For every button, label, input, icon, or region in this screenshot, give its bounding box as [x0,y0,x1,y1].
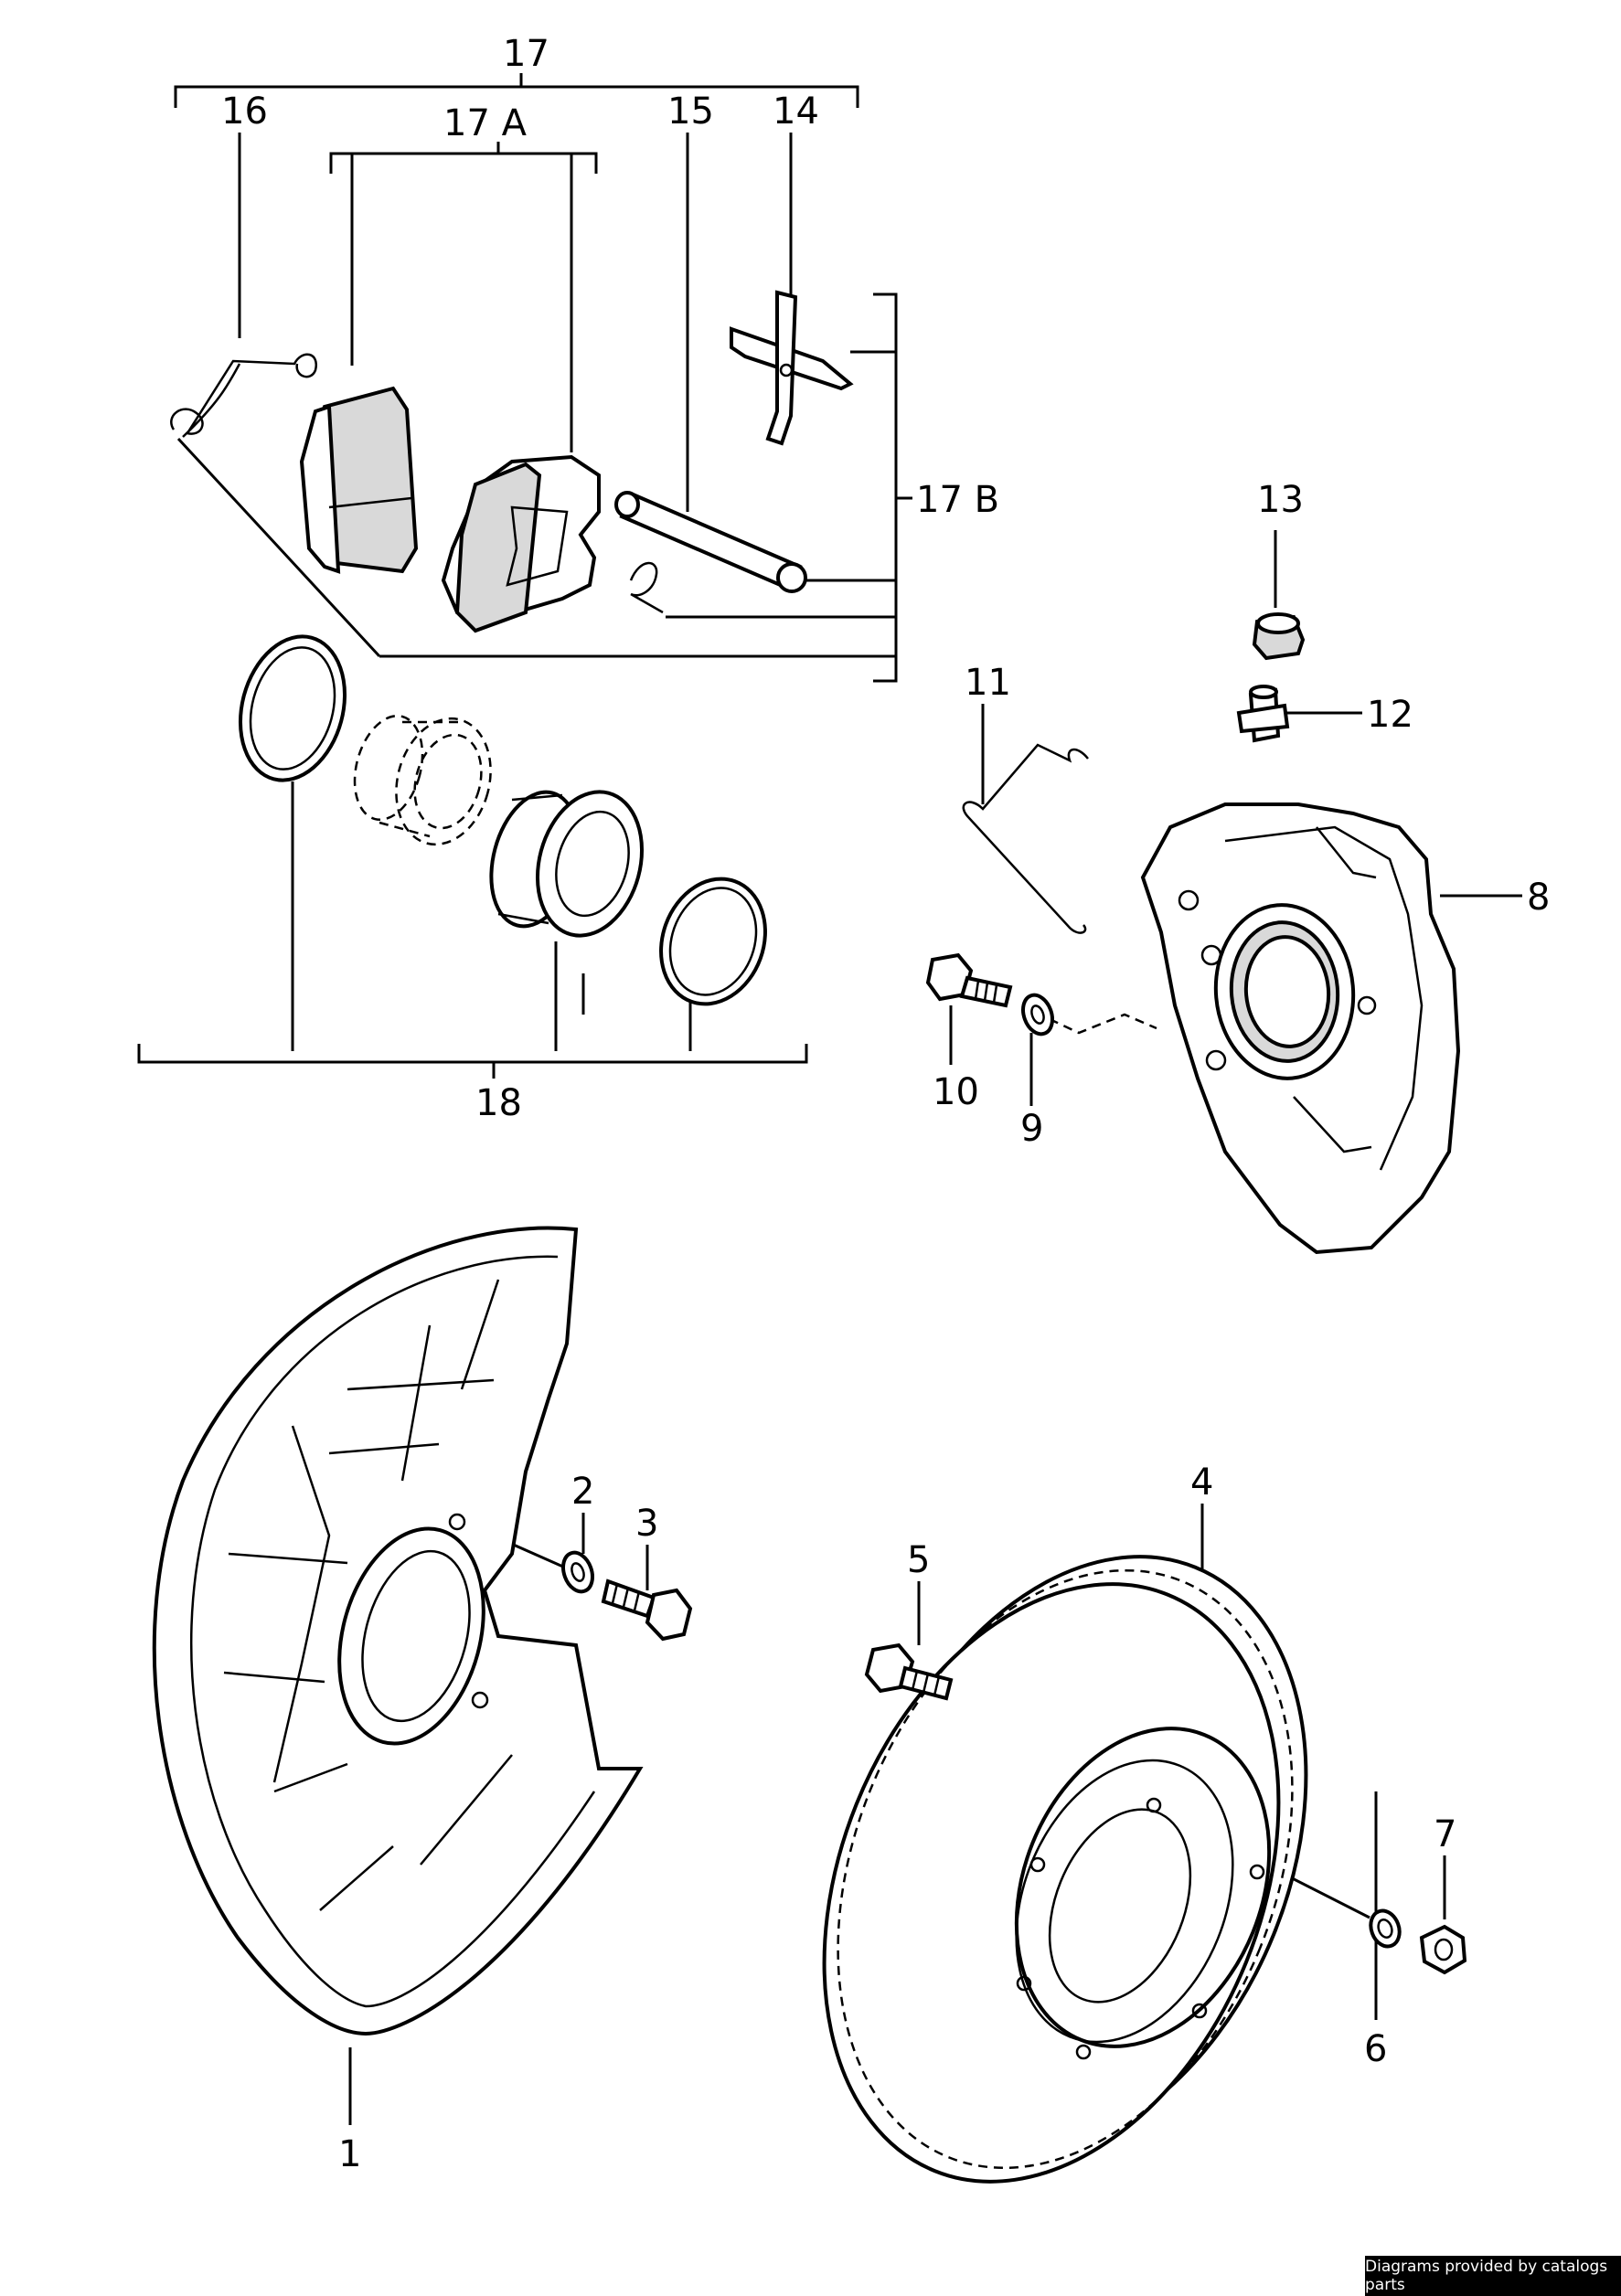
part-16-spring-clip [170,353,318,438]
part-2-washer [561,1550,594,1594]
part-11-spring-wire [962,743,1089,934]
credit-badge: Diagrams provided by catalogs parts [1365,2256,1621,2296]
callout-13: 13 [1257,479,1304,521]
callout-2: 2 [571,1471,594,1513]
callout-4: 4 [1190,1462,1213,1504]
callout-10: 10 [933,1071,979,1113]
part-12-bleeder-valve [1236,685,1290,743]
callout-labels: 17 16 17 A 15 14 17 B 13 12 11 8 10 9 18… [221,33,1550,2175]
callout-1: 1 [338,2133,361,2175]
callout-17b: 17 B [916,479,999,521]
part-18-seal-kit [238,634,767,1006]
callout-6: 6 [1364,2028,1387,2070]
part-4-brake-disc [822,1555,1308,2184]
part-7-nut [1419,1924,1467,1975]
part-1-splash-shield [152,1226,644,2036]
callout-5: 5 [907,1539,930,1581]
callout-3: 3 [635,1503,658,1545]
part-6-washer [1369,1908,1402,1949]
callout-17a: 17 A [443,102,528,144]
callout-7: 7 [1434,1813,1456,1855]
callout-14: 14 [773,90,819,133]
callout-18: 18 [475,1082,522,1124]
part-14-cross-spring [730,290,854,446]
callout-15: 15 [667,90,714,133]
group-brackets [137,73,912,1079]
part-9-washer [1021,993,1054,1036]
part-15-pin [614,491,807,614]
part-8-caliper [1140,803,1461,1255]
callout-8: 8 [1527,877,1550,919]
part-17a-brake-pads [299,386,601,633]
callout-16: 16 [221,90,268,133]
part-5-bolt [864,1642,954,1701]
callout-9: 9 [1020,1108,1043,1150]
callout-11: 11 [965,662,1011,704]
callout-12: 12 [1367,694,1413,736]
part-10-bolt [925,952,1013,1008]
part-13-bleeder-cap [1252,612,1306,661]
part-3-bolt [601,1578,693,1642]
callout-17: 17 [503,33,549,75]
